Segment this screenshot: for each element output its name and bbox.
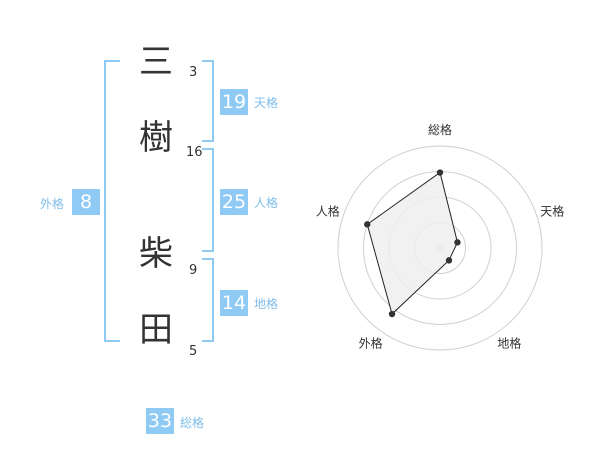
tenkaku-bracket xyxy=(202,60,214,142)
radar-point-1 xyxy=(436,169,444,176)
radar-axis-label-1: 総格 xyxy=(428,122,452,137)
jinkaku-label: 人格 xyxy=(254,196,279,210)
radar-axis-label-5: 人格 xyxy=(316,204,340,219)
name-char-3: 柴 xyxy=(139,234,173,274)
name-char-2: 樹 xyxy=(139,118,173,158)
radar-axis-label-3: 地格 xyxy=(497,335,521,350)
radar-point-4 xyxy=(388,310,396,318)
radar-point-3 xyxy=(445,257,453,264)
radar-point-5 xyxy=(364,221,371,228)
stroke-count-4: 5 xyxy=(189,344,198,359)
gaikaku-value: 8 xyxy=(72,189,100,215)
jinkaku-value: 25 xyxy=(220,189,248,215)
name-char-1: 三 xyxy=(139,42,173,82)
jinkaku-bracket xyxy=(202,148,214,252)
radar-axis-label-4: 外格 xyxy=(359,335,383,350)
chikaku-bracket xyxy=(202,258,214,342)
radar-data-area xyxy=(366,171,458,315)
radar-axis-label-2: 天格 xyxy=(540,204,564,219)
radar-point-2 xyxy=(454,239,461,246)
soukaku-label: 総格 xyxy=(180,416,205,430)
name-char-4: 田 xyxy=(139,310,173,350)
chikaku-value: 14 xyxy=(220,290,248,316)
stroke-count-3: 9 xyxy=(189,263,198,278)
soukaku-value: 33 xyxy=(146,408,174,434)
gaikaku-bracket xyxy=(104,60,120,342)
tenkaku-label: 天格 xyxy=(254,96,279,110)
stroke-count-2: 16 xyxy=(186,145,203,160)
radar-grid-ring-4 xyxy=(337,145,543,351)
stroke-count-1: 3 xyxy=(189,65,198,80)
gaikaku-label: 外格 xyxy=(40,197,65,211)
chikaku-label: 地格 xyxy=(254,297,279,311)
tenkaku-value: 19 xyxy=(220,89,248,115)
